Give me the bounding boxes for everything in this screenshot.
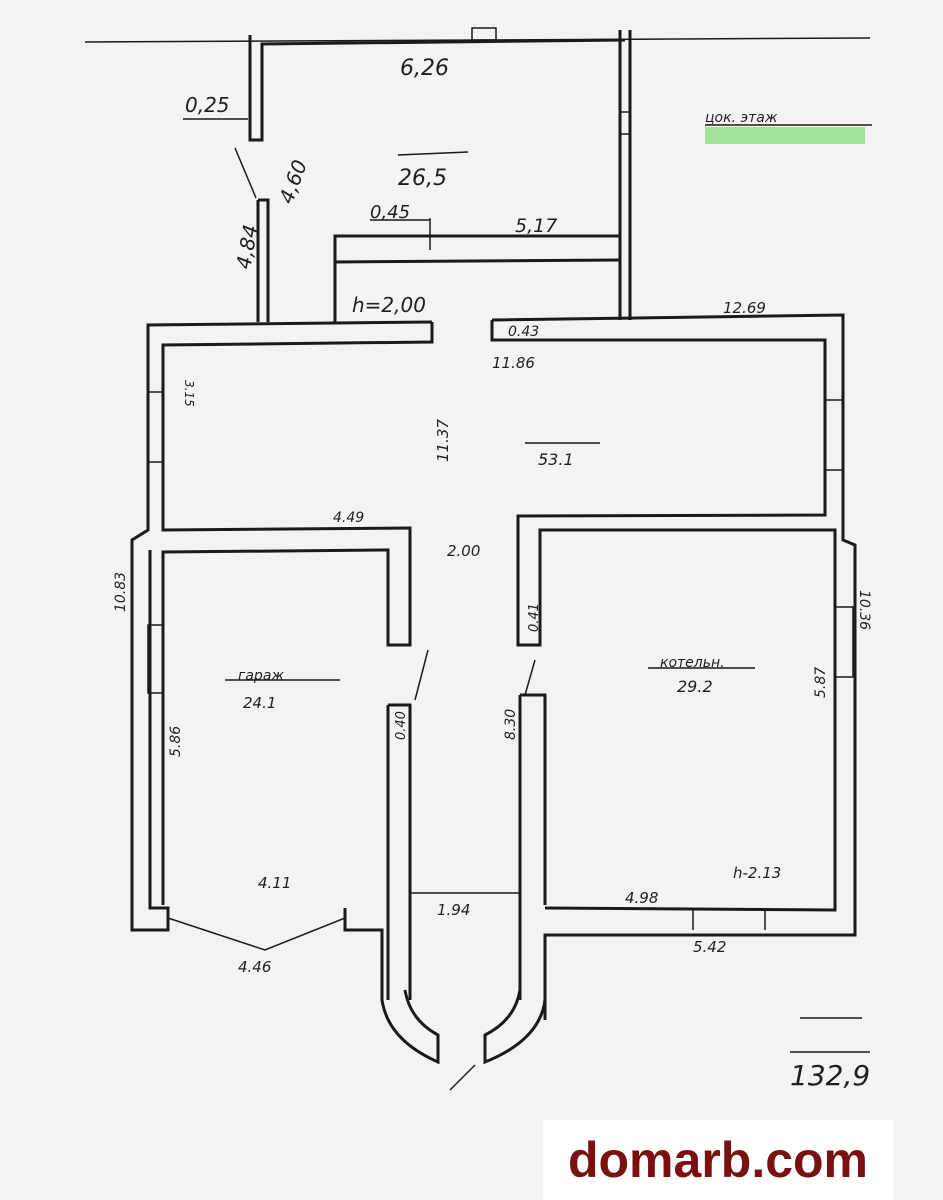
dim-label: h=2,00 bbox=[352, 293, 426, 317]
dim-label: 6,26 bbox=[400, 56, 449, 81]
dim-label: 0,45 bbox=[370, 202, 410, 223]
dim-label: 12.69 bbox=[723, 299, 766, 317]
dim-label: 4.11 bbox=[258, 874, 291, 892]
floor-label: цок. этаж bbox=[705, 110, 778, 126]
room-area: 24.1 bbox=[243, 694, 276, 712]
dim-label: 0.43 bbox=[508, 324, 539, 340]
dim-label: 8.30 bbox=[503, 709, 519, 740]
total-area: 132,9 bbox=[790, 1059, 870, 1092]
dim-label: 5,17 bbox=[515, 215, 557, 237]
dim-label: 11.37 bbox=[434, 419, 452, 462]
dim-label: 0.40 bbox=[394, 711, 409, 740]
dim-label: 2.00 bbox=[447, 542, 480, 560]
dim-label: 4.46 bbox=[238, 958, 271, 976]
dim-label: 4.49 bbox=[333, 510, 364, 526]
dim-label: 3.15 bbox=[182, 380, 196, 407]
room-name: котельн. bbox=[660, 655, 725, 671]
room-name: гараж bbox=[238, 668, 284, 684]
dim-label: 4.98 bbox=[625, 889, 658, 907]
dim-label: 1.94 bbox=[437, 901, 470, 919]
dim-label: 5.87 bbox=[813, 667, 829, 698]
annex-walls bbox=[234, 27, 632, 322]
floor-label-highlight bbox=[705, 127, 865, 144]
dim-label: 5.42 bbox=[693, 938, 726, 956]
dim-label: 11.86 bbox=[492, 354, 535, 372]
dim-label: 4,60 bbox=[274, 157, 312, 207]
room-area: 26,5 bbox=[398, 166, 447, 191]
dim-label: 0,25 bbox=[185, 93, 230, 117]
room-area: 29.2 bbox=[677, 677, 713, 696]
watermark: domarb.com bbox=[543, 1120, 893, 1200]
dim-label: 10.83 bbox=[113, 572, 129, 612]
dim-label: 5.86 bbox=[168, 726, 184, 757]
dim-label: 0.41 bbox=[527, 603, 542, 632]
room-area: 53.1 bbox=[538, 450, 574, 469]
dim-label: 10.36 bbox=[856, 590, 872, 630]
dim-label: h-2.13 bbox=[733, 864, 781, 882]
main-walls bbox=[130, 313, 857, 1091]
watermark-text: domarb.com bbox=[567, 1132, 869, 1188]
